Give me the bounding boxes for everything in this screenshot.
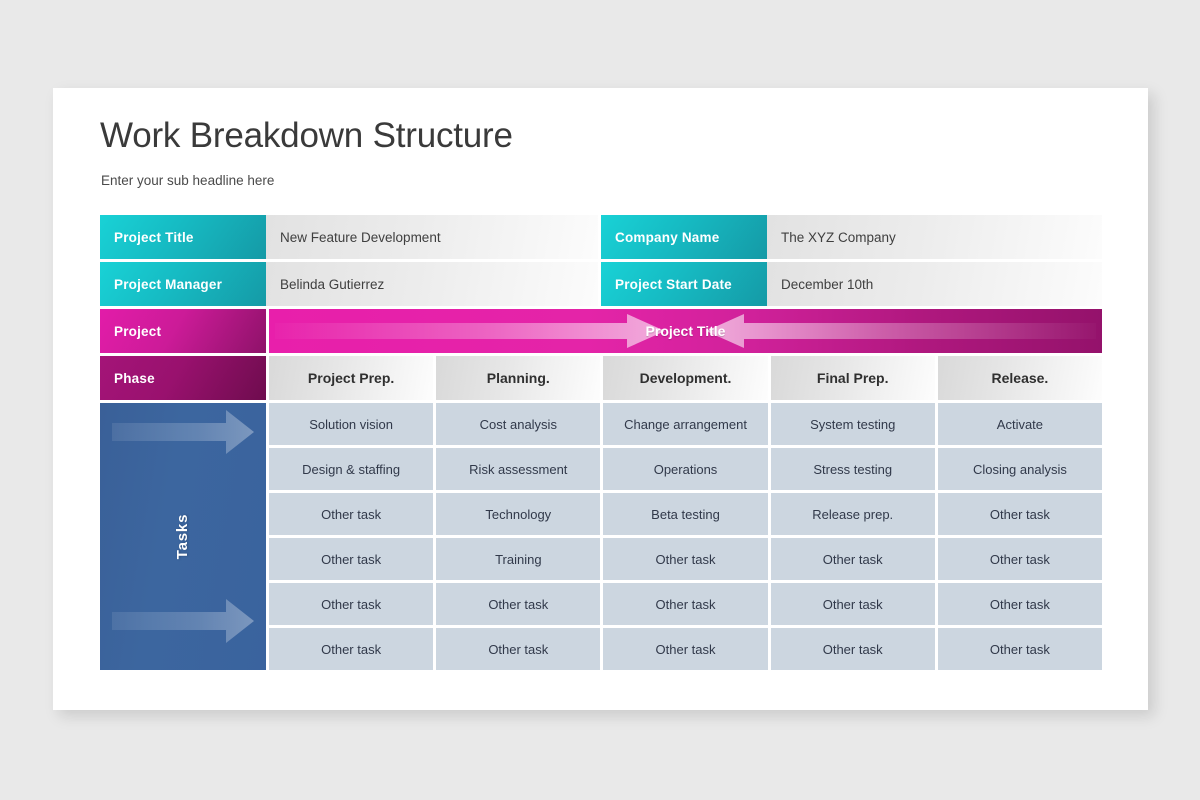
tasks-sidebar-arrows — [112, 410, 254, 643]
phase-header-4[interactable]: Final Prep. — [770, 356, 935, 400]
phase-header-3[interactable]: Development. — [603, 356, 768, 400]
phase-row: Phase Project Prep. Planning. Developmen… — [100, 356, 1103, 400]
phase-header-2[interactable]: Planning. — [436, 356, 601, 400]
project-bar-arrows — [275, 314, 1096, 348]
project-row: Project — [100, 309, 1102, 353]
task-cell[interactable]: Other task — [770, 628, 935, 670]
phase-header-5[interactable]: Release. — [937, 356, 1103, 400]
tasks-grid: Solution vision Cost analysis Change arr… — [269, 403, 1103, 670]
tasks-sidebar-label-text: Tasks — [174, 513, 192, 560]
slide-card: Work Breakdown Structure Enter your sub … — [53, 88, 1148, 710]
task-cell[interactable]: Design & staffing — [269, 448, 434, 490]
wbs-table: Project Title New Feature Development Co… — [100, 215, 1103, 670]
label-company-name: Company Name — [601, 215, 767, 259]
task-cell[interactable]: Other task — [937, 538, 1103, 580]
task-row: Solution vision Cost analysis Change arr… — [269, 403, 1103, 445]
task-cell[interactable]: Other task — [937, 583, 1103, 625]
task-cell[interactable]: Training — [436, 538, 601, 580]
tasks-body: Tasks Solution vision Cost analysis Chan… — [100, 403, 1103, 670]
task-row: Other task Other task Other task Other t… — [269, 583, 1103, 625]
task-cell[interactable]: Release prep. — [770, 493, 935, 535]
task-cell[interactable]: Other task — [937, 493, 1103, 535]
task-cell[interactable]: Closing analysis — [937, 448, 1103, 490]
task-cell[interactable]: Other task — [436, 583, 601, 625]
task-cell[interactable]: Other task — [269, 628, 434, 670]
task-row: Other task Other task Other task Other t… — [269, 628, 1103, 670]
value-project-title[interactable]: New Feature Development — [266, 215, 598, 259]
task-cell[interactable]: Activate — [937, 403, 1103, 445]
value-company-name[interactable]: The XYZ Company — [767, 215, 1102, 259]
task-cell[interactable]: Other task — [603, 628, 768, 670]
task-cell[interactable]: Cost analysis — [436, 403, 601, 445]
task-cell[interactable]: Change arrangement — [603, 403, 768, 445]
tasks-sidebar-label: Tasks — [100, 403, 266, 670]
task-cell[interactable]: Other task — [770, 538, 935, 580]
task-cell[interactable]: Operations — [603, 448, 768, 490]
info-row-2: Project Manager Belinda Gutierrez Projec… — [100, 262, 1102, 306]
value-project-manager[interactable]: Belinda Gutierrez — [266, 262, 598, 306]
task-cell[interactable]: Stress testing — [770, 448, 935, 490]
page-title: Work Breakdown Structure — [100, 116, 513, 155]
info-row-1: Project Title New Feature Development Co… — [100, 215, 1102, 259]
tasks-sidebar: Tasks — [100, 403, 266, 670]
label-project-manager: Project Manager — [100, 262, 266, 306]
task-cell[interactable]: Other task — [269, 493, 434, 535]
task-row: Design & staffing Risk assessment Operat… — [269, 448, 1103, 490]
task-row: Other task Technology Beta testing Relea… — [269, 493, 1103, 535]
task-row: Other task Training Other task Other tas… — [269, 538, 1103, 580]
task-cell[interactable]: Technology — [436, 493, 601, 535]
page-subtitle: Enter your sub headline here — [101, 173, 275, 188]
task-cell[interactable]: System testing — [770, 403, 935, 445]
project-timeline-bar[interactable]: Project Title — [269, 309, 1102, 353]
label-project-start-date: Project Start Date — [601, 262, 767, 306]
task-cell[interactable]: Other task — [269, 538, 434, 580]
task-cell[interactable]: Other task — [603, 538, 768, 580]
label-phase: Phase — [100, 356, 266, 400]
task-cell[interactable]: Other task — [603, 583, 768, 625]
project-bar-label: Project Title — [645, 323, 726, 339]
value-project-start-date[interactable]: December 10th — [767, 262, 1102, 306]
task-cell[interactable]: Other task — [269, 583, 434, 625]
task-cell[interactable]: Other task — [770, 583, 935, 625]
task-cell[interactable]: Other task — [436, 628, 601, 670]
task-cell[interactable]: Solution vision — [269, 403, 434, 445]
task-cell[interactable]: Other task — [937, 628, 1103, 670]
phase-header-1[interactable]: Project Prep. — [269, 356, 434, 400]
label-project: Project — [100, 309, 266, 353]
task-cell[interactable]: Risk assessment — [436, 448, 601, 490]
label-project-title: Project Title — [100, 215, 266, 259]
task-cell[interactable]: Beta testing — [603, 493, 768, 535]
